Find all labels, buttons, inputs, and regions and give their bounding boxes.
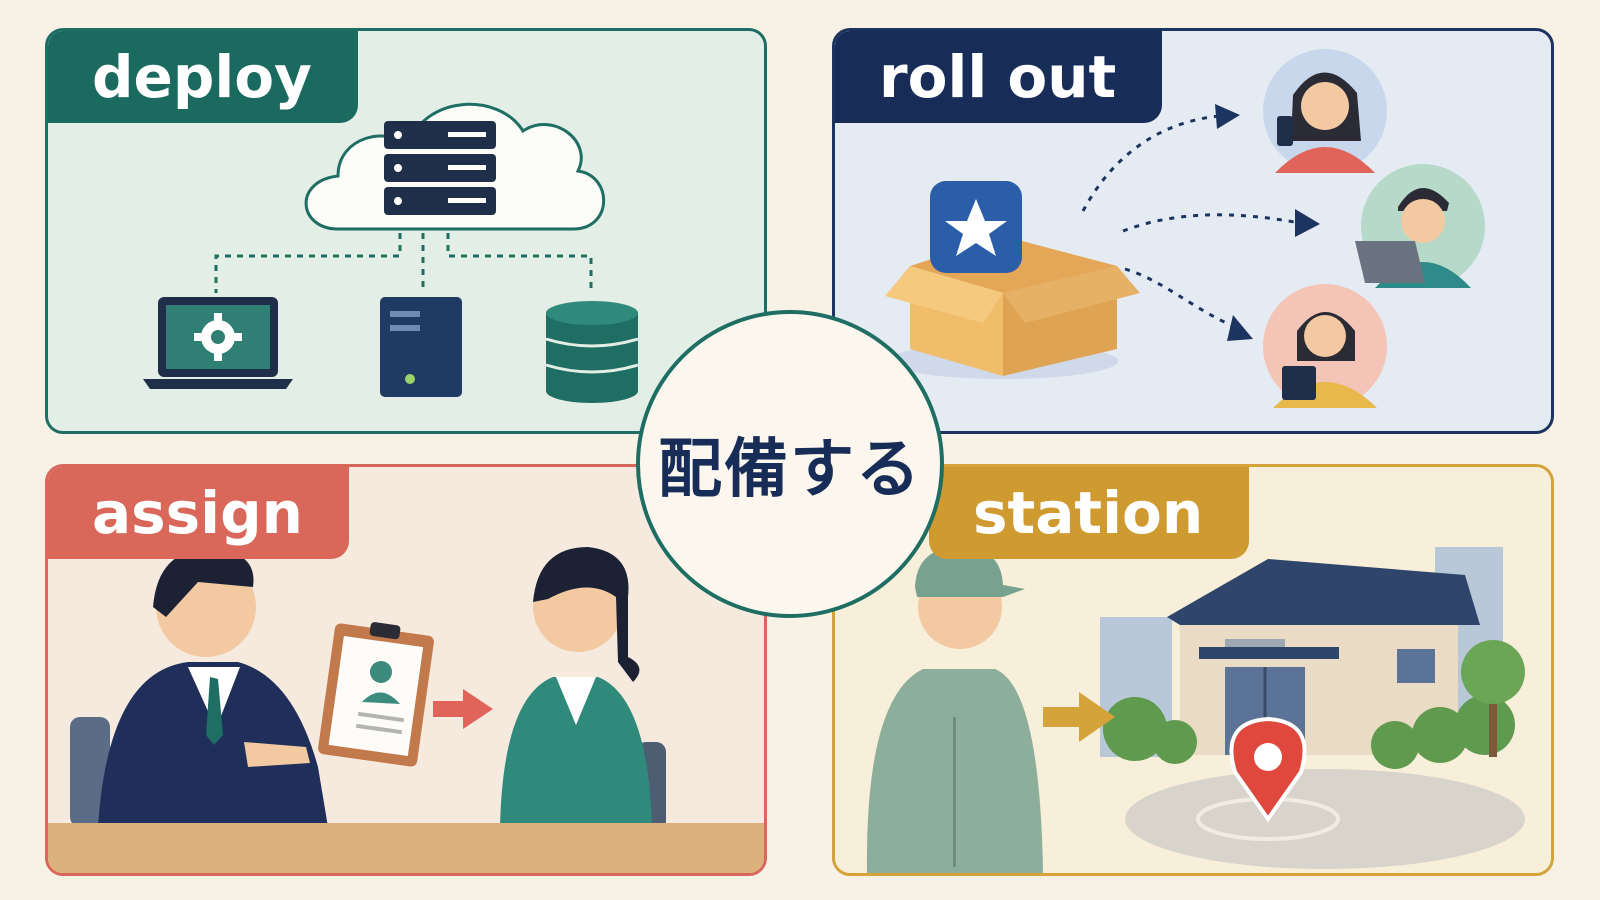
bushes [1103, 695, 1515, 769]
manager-figure [98, 548, 328, 827]
assign-panel: assign [45, 464, 767, 876]
user-avatar-tablet [1263, 284, 1387, 408]
station-illustration [866, 547, 1525, 873]
star-icon [945, 199, 1007, 256]
server-tower-icon [380, 297, 462, 397]
rollout-illustration [885, 49, 1485, 408]
worker-figure [866, 547, 1043, 873]
open-box-icon [885, 181, 1140, 376]
clipboard-resume-icon [318, 622, 434, 767]
location-pin-icon [1196, 716, 1340, 841]
arrow-right-icon [1043, 692, 1115, 742]
assign-illustration [48, 547, 764, 873]
rollout-arrows [1081, 114, 1301, 331]
station-tag: station [929, 467, 1250, 559]
rollout-tag: roll out [835, 31, 1163, 123]
arrow-heads [1215, 104, 1320, 341]
employee-figure [500, 547, 652, 827]
deploy-illustration [143, 102, 639, 403]
rollout-panel: roll out [832, 28, 1554, 434]
server-rack-icon [384, 121, 496, 215]
user-avatar-phone [1263, 49, 1387, 173]
center-label: 配備する [658, 433, 922, 507]
desk [48, 823, 764, 873]
database-icon [545, 301, 639, 403]
tree [1461, 640, 1525, 757]
deploy-panel: deploy [45, 28, 767, 434]
center-circle: 配備する [636, 310, 944, 618]
assign-tag: assign [48, 467, 349, 559]
station-panel: station [832, 464, 1554, 876]
ground [1125, 769, 1525, 869]
deploy-tag: deploy [48, 31, 358, 123]
arrow-right-icon [433, 689, 493, 729]
network-lines [214, 233, 593, 293]
user-avatar-laptop [1355, 164, 1485, 288]
laptop-gear-icon [143, 297, 293, 389]
